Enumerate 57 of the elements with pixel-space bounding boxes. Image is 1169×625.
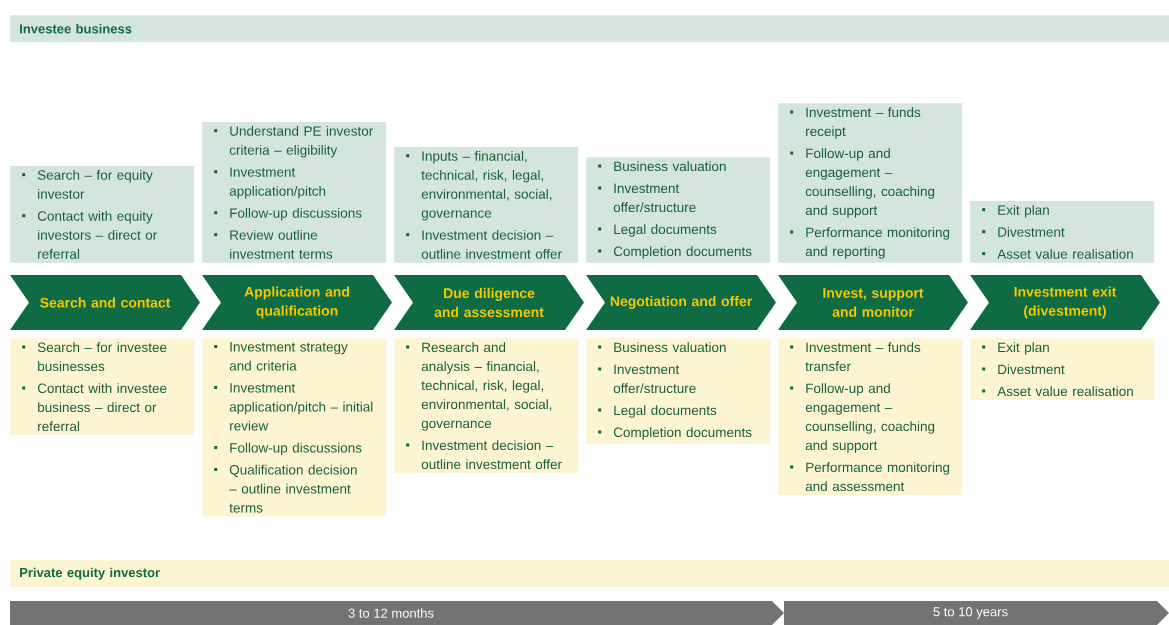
text-box <box>970 200 1155 263</box>
list-item: Asset value realisation <box>982 248 1133 259</box>
list-item: Follow-up discussions <box>214 207 362 221</box>
text-box <box>202 338 387 517</box>
process-step: Investment exit (divestment) <box>970 275 1160 330</box>
list-item: Completion documents <box>598 246 752 259</box>
list-item: Investment decision – outline investment offer <box>406 440 562 470</box>
list-item: Investment offer/structure <box>598 183 696 213</box>
list-item: Investment offer/structure <box>598 364 696 394</box>
list-item: Business valuation <box>598 342 726 353</box>
list-item: Contact with investee business – direct or referral <box>22 383 167 432</box>
list-item: Investment strategy and criteria <box>214 342 348 371</box>
text-box <box>778 103 963 263</box>
section-band: Investee business <box>10 15 1169 43</box>
list-item: Investment application/pitch <box>214 167 326 199</box>
list-item: Search – for investee businesses <box>22 342 167 372</box>
text-box <box>586 157 771 263</box>
section-band: Private equity investor <box>10 560 1169 588</box>
list-item: Completion documents <box>598 427 752 440</box>
list-item: Research and analysis – financial, technical, risk, legal, environmental, social, governance <box>406 342 552 431</box>
list-item: Contact with equity investors – direct or referral <box>22 210 157 259</box>
list-item: Exit plan <box>982 342 1049 355</box>
list-item: Legal documents <box>598 405 717 418</box>
list-item: Business valuation <box>598 161 726 172</box>
process-step: Invest, support and monitor <box>778 275 968 330</box>
text-box <box>10 165 195 263</box>
process-step: Negotiation and offer <box>586 275 776 330</box>
text-box <box>10 338 195 436</box>
list-item: Investment – funds receipt <box>790 107 921 139</box>
list-item: Investment decision –outline investment offer <box>406 229 562 259</box>
list-item: Qualification decision – outline investment terms <box>214 464 357 513</box>
text-box <box>778 338 963 496</box>
list-item: Exit plan <box>982 204 1049 218</box>
text-box <box>970 338 1155 401</box>
list-item: Follow-up and engagement – counselling, coaching and support <box>790 148 935 218</box>
list-item: Legal documents <box>598 224 717 237</box>
list-item: Understand PE investor criteria – eligibility <box>214 125 373 158</box>
text-box <box>394 338 579 474</box>
process-step: Search and contact <box>10 275 200 330</box>
list-item: Asset value realisation <box>982 386 1133 397</box>
timeline-bar: 5 to 10 years <box>784 601 1169 625</box>
list-item: Performance monitoring and assessment <box>790 462 950 492</box>
process-step: Application and qualification <box>202 275 392 330</box>
list-item: Follow-up and engagement – counselling, coaching and support <box>790 383 935 453</box>
list-item: Divestment <box>982 226 1065 237</box>
text-box <box>586 338 771 444</box>
text-box <box>202 121 387 263</box>
text-box <box>394 146 579 263</box>
list-item: Performance monitoring and reporting <box>790 227 950 259</box>
list-item: Search – for equity investor <box>22 169 153 199</box>
list-item: Investment application/pitch – initial review <box>214 383 373 431</box>
list-item: Investment – funds transfer <box>790 342 921 372</box>
process-step: Due diligence and assessment <box>394 275 584 330</box>
list-item: Review outline investment terms <box>214 229 333 259</box>
list-item: Divestment <box>982 364 1065 375</box>
list-item: Follow-up discussions <box>214 442 362 456</box>
list-item: Inputs – financial, technical, risk, legal, environmental, social, governance <box>406 150 552 221</box>
